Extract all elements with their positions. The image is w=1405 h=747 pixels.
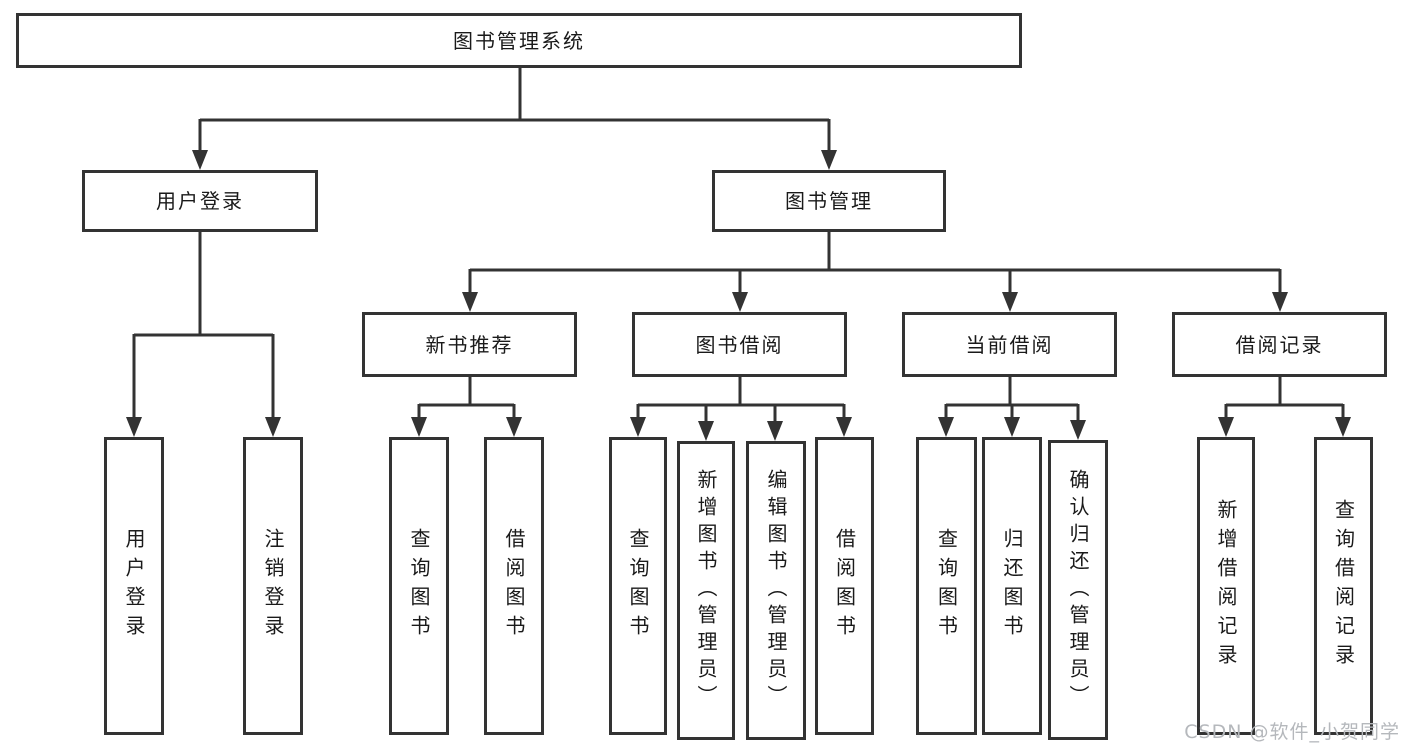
leaf-logout: 注销登录 [243,437,303,735]
node-library-system: 图书管理系统 [16,13,1022,68]
leaf-query-books-borrowing: 查询图书 [609,437,667,735]
node-borrowing-records: 借阅记录 [1172,312,1387,377]
csdn-watermark: CSDN @软件_小贺同学 [1184,721,1400,743]
leaf-query-books-current: 查询图书 [916,437,977,735]
leaf-borrow-books-borrowing: 借阅图书 [815,437,874,735]
node-book-management: 图书管理 [712,170,946,232]
leaf-confirm-return-admin: 确认归还（管理员） [1048,440,1108,740]
leaf-user-login: 用户登录 [104,437,164,735]
leaf-borrow-books-recommend: 借阅图书 [484,437,544,735]
node-book-borrowing: 图书借阅 [632,312,847,377]
leaf-edit-book-admin: 编辑图书（管理员） [746,441,806,740]
node-user-login: 用户登录 [82,170,318,232]
node-new-book-recommend: 新书推荐 [362,312,577,377]
leaf-return-book: 归还图书 [982,437,1042,735]
leaf-add-borrow-record: 新增借阅记录 [1197,437,1255,735]
leaf-query-books-recommend: 查询图书 [389,437,449,735]
leaf-query-borrow-record: 查询借阅记录 [1314,437,1373,735]
node-current-borrowing: 当前借阅 [902,312,1117,377]
leaf-add-book-admin: 新增图书（管理员） [677,441,735,740]
